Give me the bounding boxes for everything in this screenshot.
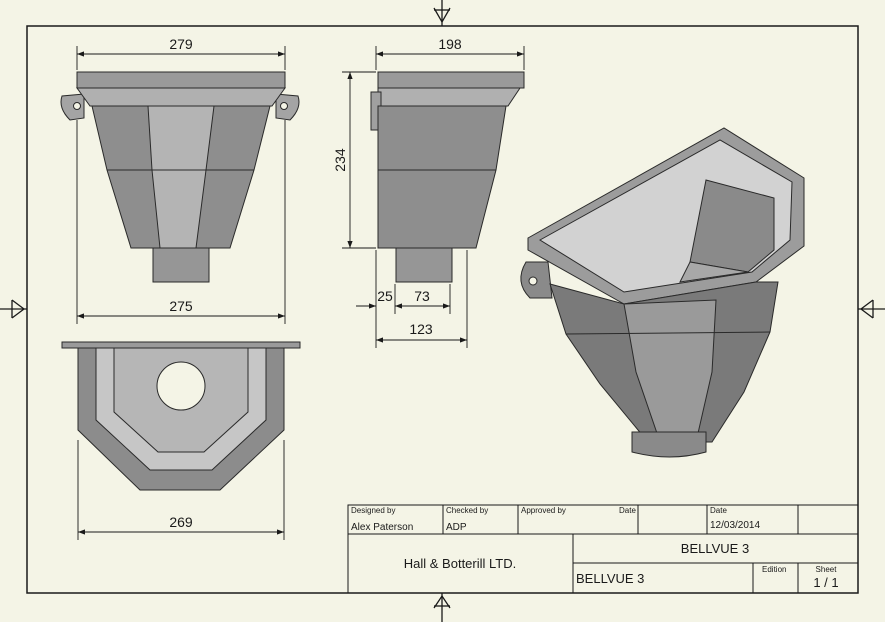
dim-side-outlet: 73 (414, 288, 430, 304)
dim-side-top: 198 (438, 36, 462, 52)
title-block (347, 504, 859, 594)
checked-by-value: ADP (446, 522, 467, 533)
approved-by-label: Approved by (521, 506, 566, 515)
dim-front-bottom: 275 (169, 298, 193, 314)
designed-by-value: Alex Paterson (351, 522, 413, 533)
sheet-number: 1 / 1 (813, 575, 838, 590)
top-view (61, 341, 301, 491)
approved-date-label: Date (619, 506, 636, 515)
dimension-lines (76, 46, 525, 540)
title-block-text: Designed by Alex Paterson Checked by ADP… (351, 506, 839, 590)
dim-side-height: 234 (332, 148, 348, 172)
company-name: Hall & Botterill LTD. (404, 556, 516, 571)
designed-by-label: Designed by (351, 506, 395, 515)
dim-front-top: 279 (169, 36, 193, 52)
sheet-label: Sheet (816, 565, 838, 574)
dim-side-total: 123 (409, 321, 433, 337)
side-view (370, 71, 525, 283)
date-label: Date (710, 506, 727, 515)
front-view (60, 71, 300, 283)
iso-view (520, 127, 805, 458)
part-name: BELLVUE 3 (681, 541, 749, 556)
dimension-labels: 279 275 198 234 25 73 123 269 (169, 36, 462, 530)
date-value: 12/03/2014 (710, 520, 760, 531)
dim-top-view-width: 269 (169, 514, 193, 530)
edition-label: Edition (762, 565, 786, 574)
checked-by-label: Checked by (446, 506, 488, 515)
dim-side-offset: 25 (377, 288, 393, 304)
drawing-name: BELLVUE 3 (576, 571, 644, 586)
